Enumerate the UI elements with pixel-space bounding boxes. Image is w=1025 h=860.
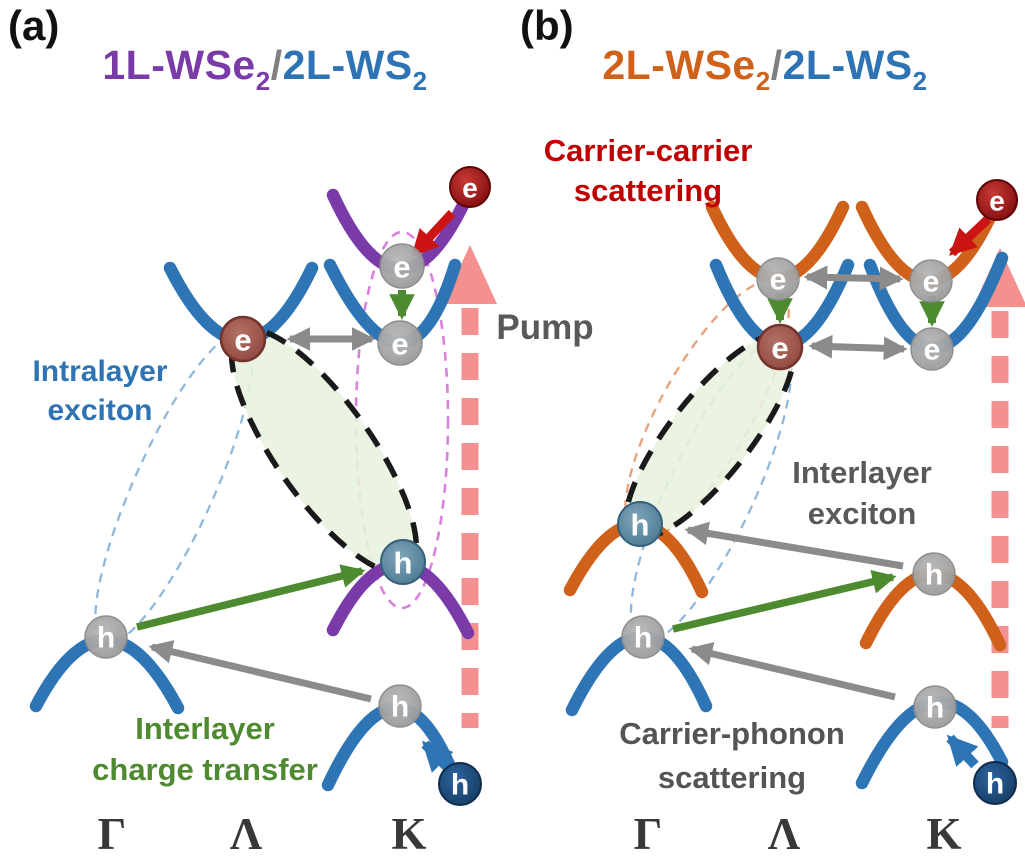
svg-text:e: e <box>391 327 408 362</box>
axis-lambda-a: Λ <box>229 809 263 859</box>
interlayer-exciton-line2: exciton <box>807 496 917 531</box>
hot-hole-arrow-a <box>421 740 454 774</box>
hot-electron-ball-b: e <box>976 179 1018 221</box>
hot-hole-arrow-b <box>946 734 979 769</box>
electron-double-arrow-upper-b <box>803 265 904 291</box>
carrier-carrier-arrow-a <box>410 209 456 258</box>
svg-text:h: h <box>97 622 115 655</box>
hole-k-wse2-ball-b: h <box>912 552 956 596</box>
electron-k-wse2-ball-a: e <box>379 243 425 289</box>
hot-hole-ball-a: h <box>438 762 482 806</box>
hole-k-wse2-ball-a: h <box>380 539 426 585</box>
svg-text:h: h <box>634 622 652 655</box>
ws2-subscript-a: 2 <box>412 66 428 96</box>
svg-text:e: e <box>234 323 251 358</box>
svg-text:e: e <box>770 264 787 297</box>
balls-panel-a: e e e e h h h <box>84 166 491 806</box>
svg-text:e: e <box>923 266 940 299</box>
hole-gamma-wse2-ball-b: h <box>617 501 663 547</box>
hole-scatter-arrow-a <box>148 640 372 703</box>
carrier-phonon-line1: Carrier-phonon <box>619 716 845 751</box>
carrier-carrier-line1: Carrier-carrier <box>543 133 753 168</box>
axis-gamma-a: Γ <box>97 809 127 859</box>
charge-transfer-arrow-b <box>672 570 897 633</box>
electron-lambda-ws2-ball-b: e <box>756 323 804 371</box>
panel-index-a: (a) <box>8 2 60 49</box>
carrier-phonon-line2: scattering <box>657 760 807 795</box>
arrows-panel-a <box>136 209 456 774</box>
balls-panel-b: e e e e e h h <box>617 179 1018 805</box>
svg-text:h: h <box>926 692 944 725</box>
wse2-subscript-a: 2 <box>255 66 271 96</box>
svg-text:h: h <box>986 768 1004 801</box>
ws2-label-a: 2L-WS <box>282 42 413 88</box>
electron-k-wse2-ball-b: e <box>909 259 953 303</box>
svg-text:h: h <box>631 508 650 543</box>
interlayer-charge-transfer-label: Interlayer charge transfer <box>92 708 318 790</box>
carrier-carrier-scattering-label: Carrier-carrier scattering <box>544 131 753 211</box>
hot-electron-ball-a: e <box>449 166 491 208</box>
interlayer-charge-transfer-line1: Interlayer <box>135 711 275 746</box>
hole-gamma-ws2-ball-a: h <box>84 615 128 659</box>
svg-text:h: h <box>394 546 413 581</box>
hot-hole-ball-b: h <box>973 761 1017 805</box>
svg-text:e: e <box>924 334 941 367</box>
panel-title-b: 2L-WSe2/2L-WS2 <box>602 42 927 96</box>
interlayer-exciton-label: Interlayer exciton <box>792 452 932 534</box>
svg-text:h: h <box>451 769 469 802</box>
hole-gamma-ws2-ball-b: h <box>621 615 665 659</box>
interlayer-exciton-line1: Interlayer <box>792 455 932 490</box>
panel-index-b: (b) <box>520 2 574 49</box>
arrows-panel-b <box>672 215 992 769</box>
intralayer-exciton-line2: exciton <box>47 394 153 427</box>
wse2-subscript-b: 2 <box>755 66 771 96</box>
axis-lambda-b: Λ <box>767 809 801 859</box>
interlayer-exciton-fill-b <box>625 333 795 539</box>
ws2-label-b: 2L-WS <box>782 42 913 88</box>
intralayer-exciton-label: Intralayer exciton <box>32 352 167 430</box>
hole-k-ws2-ball-b: h <box>913 685 957 729</box>
pump-arrow-a <box>443 245 497 728</box>
axis-gamma-b: Γ <box>633 809 663 859</box>
title-slash-a: / <box>270 42 283 88</box>
electron-double-arrow-lower-b <box>808 334 908 361</box>
svg-text:e: e <box>989 186 1005 217</box>
electron-lambda-ws2-ball-a: e <box>219 315 267 363</box>
svg-text:h: h <box>391 691 409 724</box>
electron-k-ws2-ball-a: e <box>377 320 423 366</box>
carrier-carrier-line2: scattering <box>573 173 723 208</box>
pump-label: Pump <box>496 308 594 347</box>
axis-k-a: K <box>391 809 427 859</box>
electron-k-ws2-ball-b: e <box>910 327 954 371</box>
hole-k-ws2-ball-a: h <box>378 684 422 728</box>
wse2-label-b: 2L-WSe <box>602 42 756 88</box>
wse2-label-a: 1L-WSe <box>102 42 256 88</box>
carrier-carrier-arrow-b <box>948 215 992 257</box>
svg-text:e: e <box>771 331 788 366</box>
hole-scatter-arrow-lower-b <box>688 642 896 701</box>
svg-text:e: e <box>393 250 410 285</box>
interlayer-charge-transfer-line2: charge transfer <box>92 752 318 787</box>
svg-text:e: e <box>462 173 478 204</box>
ws2-subscript-b: 2 <box>912 66 928 96</box>
hole-scatter-arrow-upper-b <box>684 521 904 570</box>
pump-arrow-b <box>973 248 1025 728</box>
svg-text:h: h <box>925 559 943 592</box>
electron-lambda-wse2-ball-b: e <box>756 257 800 301</box>
axis-k-b: K <box>926 809 962 859</box>
carrier-phonon-scattering-label: Carrier-phonon scattering <box>619 712 845 800</box>
panel-title-a: 1L-WSe2/2L-WS2 <box>102 42 427 96</box>
title-slash-b: / <box>770 42 783 88</box>
intralayer-exciton-line1: Intralayer <box>32 355 168 388</box>
interlayer-exciton-fill-a <box>231 329 417 573</box>
charge-transfer-arrow-a <box>136 564 366 631</box>
